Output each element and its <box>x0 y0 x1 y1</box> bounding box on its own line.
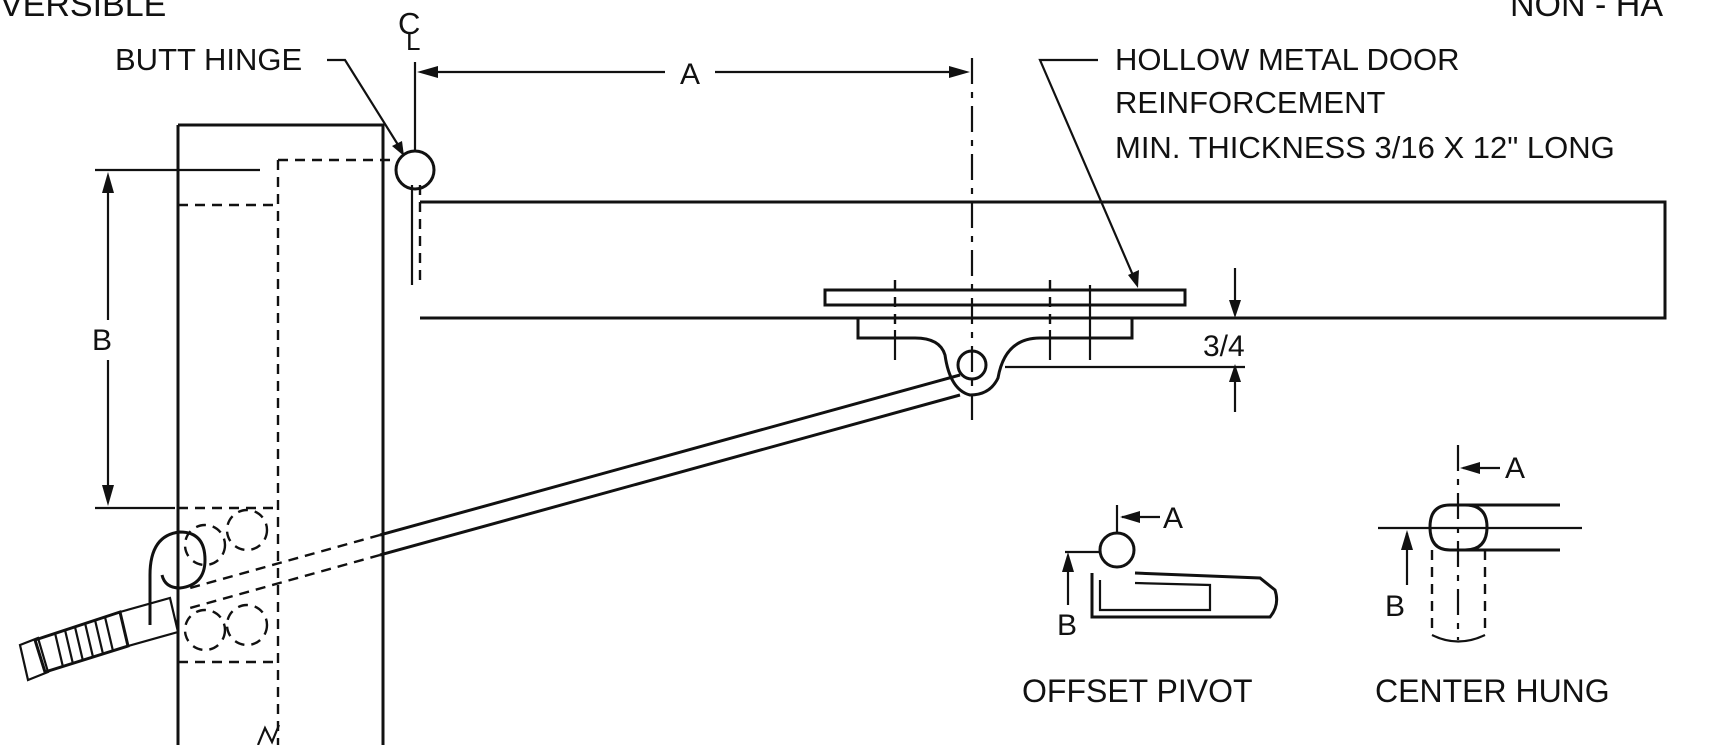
reinforcement-leader <box>1038 58 1137 281</box>
butt-hinge-label: BUTT HINGE <box>115 42 302 77</box>
reinforcement-label-line3: MIN. THICKNESS 3/16 X 12" LONG <box>1115 130 1615 165</box>
header-right-title: NON - HA <box>1510 0 1663 24</box>
dimension-three-quarter <box>1005 268 1245 412</box>
butt-hinge-leader <box>327 58 401 149</box>
adjusting-eye <box>118 530 207 648</box>
dimension-a-label: A <box>680 58 700 91</box>
dimension-a <box>413 62 970 150</box>
butt-hinge <box>394 149 436 285</box>
header-left-title: VERSIBLE <box>0 0 166 24</box>
reinforcement-label-line2: REINFORCEMENT <box>1115 85 1385 120</box>
center-hung-detail <box>1378 445 1582 643</box>
offset-pivot-a-label: A <box>1163 502 1183 535</box>
centerline-symbol-sub: L <box>406 26 420 56</box>
door-frame <box>176 123 395 745</box>
offset-pivot-caption: OFFSET PIVOT <box>1022 673 1253 709</box>
threaded-rod <box>18 610 130 682</box>
center-hung-b-label: B <box>1385 590 1405 623</box>
dimension-b <box>95 168 260 510</box>
center-hung-a-label: A <box>1505 452 1525 485</box>
reinforcement-plate <box>823 280 1187 330</box>
center-hung-caption: CENTER HUNG <box>1375 673 1610 709</box>
butt-hinge-arrowhead <box>392 141 404 156</box>
closer-arm <box>189 373 961 610</box>
door-leaf <box>420 200 1667 320</box>
dimension-three-quarter-label: 3/4 <box>1203 330 1245 363</box>
reinforcement-label-line1: HOLLOW METAL DOOR <box>1115 42 1459 77</box>
centerline-symbol: C <box>398 6 420 41</box>
offset-pivot-b-label: B <box>1057 609 1077 642</box>
dimension-b-label: B <box>92 324 112 357</box>
pivot-bracket <box>856 285 1134 397</box>
offset-pivot-detail <box>1062 505 1279 619</box>
reinforcement-arrowhead <box>1128 270 1139 288</box>
